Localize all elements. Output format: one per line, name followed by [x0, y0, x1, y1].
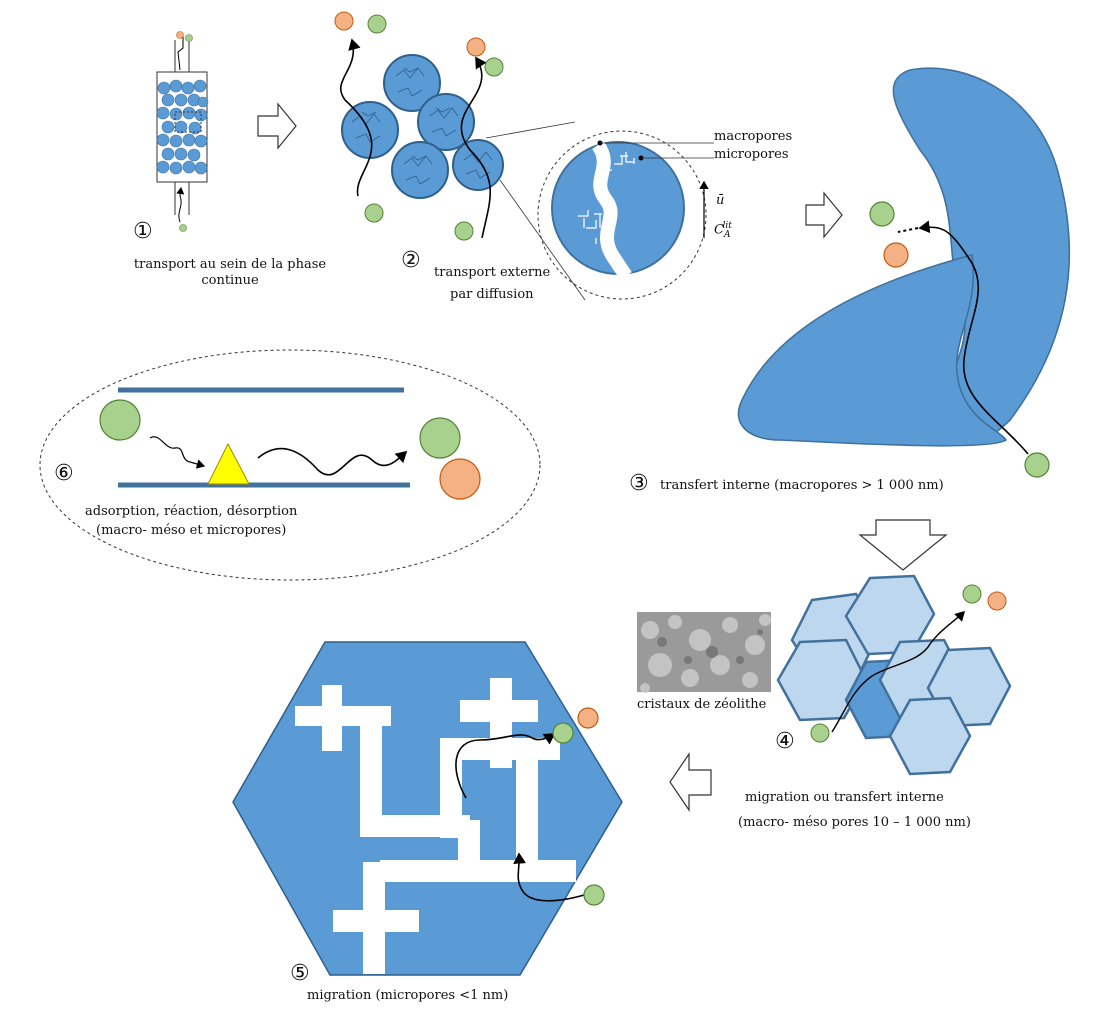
step-6-label-line1: adsorption, réaction, désorption	[85, 504, 298, 519]
step-3-label: transfert interne (macropores > 1 000 nm…	[660, 478, 944, 493]
step-1-label: transport au sein de la phase continue	[133, 257, 327, 288]
step-4-label-line2: (macro- méso pores 10 – 1 000 nm)	[738, 815, 971, 830]
macropore-particle	[737, 67, 1071, 478]
step-2-label-line2: par diffusion	[450, 287, 534, 302]
step-5-label: migration (micropores <1 nm)	[307, 988, 509, 1003]
step-6-number: ⑥	[54, 461, 74, 486]
step-4-number: ④	[775, 729, 795, 754]
micropore-crystal	[232, 641, 623, 976]
flow-arrow-3	[858, 519, 948, 571]
concentration-label: CAlit	[714, 221, 732, 240]
velocity-label: ū	[716, 193, 725, 208]
step-6-label-line2: (macro- méso et micropores)	[96, 523, 287, 538]
step-5-number: ⑤	[290, 961, 310, 986]
step-4-label-line1: migration ou transfert interne	[745, 790, 944, 805]
step-2-number: ②	[401, 248, 421, 273]
zeolite-caption: cristaux de zéolithe	[637, 697, 767, 712]
step-1-number: ①	[133, 219, 153, 244]
step-2-label-line1: transport externe	[434, 265, 551, 280]
flow-arrow-2	[805, 191, 843, 239]
micropores-label: micropores	[714, 147, 789, 162]
particle-cluster	[334, 11, 504, 241]
step-3-number: ③	[629, 471, 649, 496]
surface-reaction-detail	[39, 349, 541, 581]
zeolite-crystal-cluster	[637, 574, 1012, 776]
column-reactor	[156, 31, 209, 232]
zoomed-particle	[537, 130, 714, 300]
macropores-label: macropores	[714, 129, 793, 144]
flow-arrow-4	[669, 752, 712, 812]
flow-arrow-1	[257, 102, 297, 150]
